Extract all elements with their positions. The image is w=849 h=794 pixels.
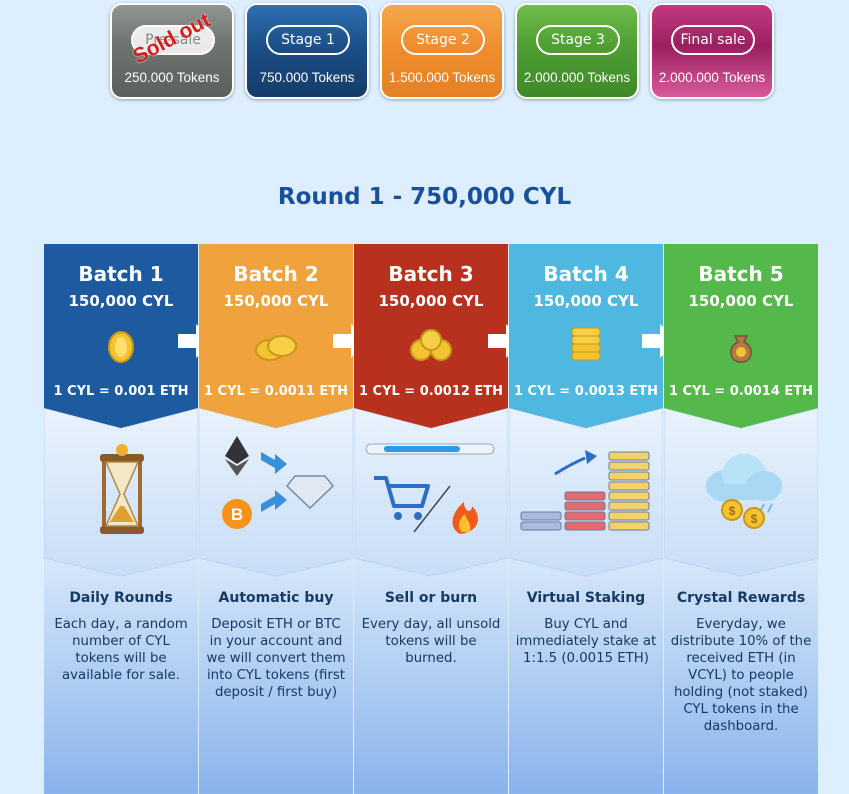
batch-title: Batch 5 bbox=[698, 262, 784, 286]
batch-price: 1 CYL = 0.001 ETH bbox=[53, 384, 189, 399]
stage-label: Stage 3 bbox=[536, 25, 620, 55]
stage-tab-final-sale[interactable]: Final sale 2.000.000 Tokens bbox=[650, 3, 774, 99]
coin-stack-icon bbox=[571, 327, 601, 361]
batch-price: 1 CYL = 0.0013 ETH bbox=[513, 384, 659, 399]
batch-title: Batch 4 bbox=[543, 262, 629, 286]
svg-text:$: $ bbox=[751, 512, 758, 526]
feature-title: Sell or burn bbox=[384, 590, 478, 606]
stage-tabs: Pre-sale Sold out 250.000 Tokens Stage 1… bbox=[110, 3, 776, 101]
batch-topline bbox=[199, 244, 353, 248]
batch-price: 1 CYL = 0.0011 ETH bbox=[203, 384, 349, 399]
batch-topline bbox=[509, 244, 663, 248]
stage-tab-presale[interactable]: Pre-sale Sold out 250.000 Tokens bbox=[110, 3, 234, 99]
feature-description: Each day, a random number of CYL tokens … bbox=[54, 617, 188, 683]
feature-title: Automatic buy bbox=[218, 590, 334, 606]
stage-tab-stage-3[interactable]: Stage 3 2.000.000 Tokens bbox=[515, 3, 639, 99]
batch-background bbox=[509, 244, 663, 794]
stage-tokens: 2.000.000 Tokens bbox=[523, 70, 631, 85]
crypto-to-diamond-icon: B bbox=[222, 436, 335, 529]
coins-icon bbox=[255, 335, 297, 361]
batch-amount: 150,000 CYL bbox=[378, 292, 484, 310]
feature-description: Everyday, we distribute 10% of the recei… bbox=[670, 617, 812, 734]
stage-tokens: 750.000 Tokens bbox=[259, 70, 355, 85]
batch-column-4: Batch 4 150,000 CYL 1 CYL = 0.0013 ETH bbox=[509, 244, 663, 794]
svg-text:B: B bbox=[231, 505, 243, 524]
feature-description: Buy CYL and immediately stake at 1:1.5 (… bbox=[515, 617, 657, 666]
batch-amount: 150,000 CYL bbox=[533, 292, 639, 310]
batch-columns: Batch 1 150,000 CYL 1 CYL = 0.001 ETH Da… bbox=[44, 244, 818, 794]
hourglass-icon bbox=[100, 444, 144, 534]
stage-label: Stage 1 bbox=[266, 25, 350, 55]
stacked-bars-icon bbox=[520, 450, 650, 531]
stage-label: Pre-sale bbox=[131, 25, 215, 55]
round-title: Round 1 - 750,000 CYL bbox=[277, 184, 572, 210]
batch-background bbox=[199, 244, 353, 794]
coin-cloud-icon: $ $ bbox=[706, 454, 782, 529]
batch-topline bbox=[354, 244, 508, 248]
batch-amount: 150,000 CYL bbox=[223, 292, 329, 310]
feature-title: Virtual Staking bbox=[526, 590, 646, 606]
feature-title: Daily Rounds bbox=[69, 590, 173, 606]
coin-icon bbox=[108, 331, 134, 363]
coin-pile-icon bbox=[410, 329, 452, 361]
stage-tokens: 250.000 Tokens bbox=[124, 70, 220, 85]
batch-title: Batch 3 bbox=[388, 262, 474, 286]
feature-description: Every day, all unsold tokens will be bur… bbox=[361, 617, 501, 666]
stage-tab-stage-2[interactable]: Stage 2 1.500.000 Tokens bbox=[380, 3, 504, 99]
batch-column-3: Batch 3 150,000 CYL 1 CYL = 0.0012 ETH S… bbox=[354, 244, 508, 794]
batch-amount: 150,000 CYL bbox=[688, 292, 794, 310]
cart-and-fire-icon bbox=[365, 443, 495, 534]
batch-column-1: Batch 1 150,000 CYL 1 CYL = 0.001 ETH Da… bbox=[44, 244, 198, 794]
batch-topline bbox=[44, 244, 198, 248]
stage-tokens: 1.500.000 Tokens bbox=[388, 70, 496, 85]
batch-column-2: Batch 2 150,000 CYL 1 CYL = 0.0011 ETH B… bbox=[199, 244, 353, 794]
batch-price: 1 CYL = 0.0012 ETH bbox=[358, 384, 504, 399]
feature-description: Deposit ETH or BTC in your account and w… bbox=[206, 617, 346, 700]
batch-title: Batch 2 bbox=[233, 262, 319, 286]
feature-title: Crystal Rewards bbox=[676, 590, 806, 606]
stage-label: Final sale bbox=[671, 25, 755, 55]
batch-title: Batch 1 bbox=[78, 262, 164, 286]
batch-amount: 150,000 CYL bbox=[68, 292, 174, 310]
batch-column-5: Batch 5 150,000 CYL 1 CYL = 0.0014 ETH $… bbox=[664, 244, 818, 794]
svg-text:$: $ bbox=[729, 504, 736, 518]
stage-tokens: 2.000.000 Tokens bbox=[658, 70, 766, 85]
money-bag-icon bbox=[730, 335, 752, 363]
batch-topline bbox=[664, 244, 818, 248]
stage-label: Stage 2 bbox=[401, 25, 485, 55]
stage-tab-stage-1[interactable]: Stage 1 750.000 Tokens bbox=[245, 3, 369, 99]
batch-price: 1 CYL = 0.0014 ETH bbox=[668, 384, 814, 399]
